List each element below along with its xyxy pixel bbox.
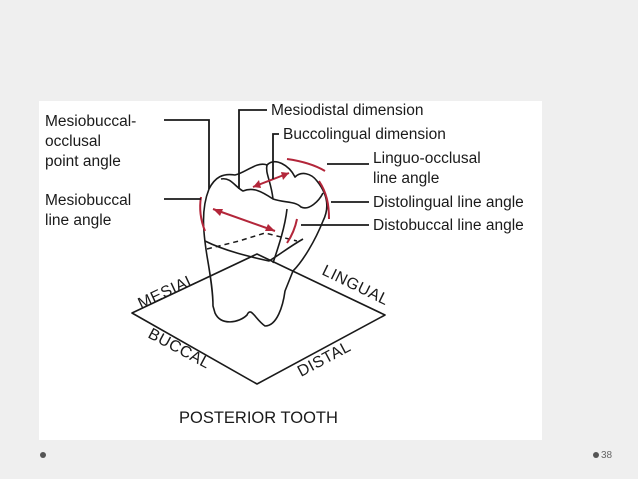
orientation-diamond (131, 253, 386, 385)
slide-footer (0, 448, 638, 468)
tooth-outline (202, 161, 328, 327)
distolingual-mark (318, 180, 330, 220)
label-mesiobuccal-line-1: Mesiobuccal (45, 192, 131, 209)
page-number: 38 (601, 450, 613, 461)
tooth-diagram-figure: Mesiobuccal- occlusal point angle Mesiob… (39, 101, 542, 440)
label-mesiobuccal-line-2: line angle (45, 212, 111, 229)
label-mesiobuccal-occlusal-1: Mesiobuccal- (45, 113, 136, 130)
leader-lines (164, 109, 369, 226)
figure-title: POSTERIOR TOOTH (179, 409, 338, 427)
label-distolingual: Distolingual line angle (373, 194, 524, 211)
direction-lingual: LINGUAL (319, 262, 391, 309)
label-mesiodistal: Mesiodistal dimension (271, 102, 424, 119)
label-mesiobuccal-occlusal-2: occlusal (45, 133, 101, 150)
footer-left-dot-icon (40, 452, 46, 458)
distobuccal-mark (286, 218, 298, 244)
footer-right-dot-icon (593, 452, 599, 458)
direction-labels: MESIAL LINGUAL BUCCAL DISTAL (136, 262, 392, 380)
annotation-labels: Mesiobuccal- occlusal point angle Mesiob… (45, 102, 524, 234)
direction-mesial: MESIAL (136, 271, 199, 312)
label-buccolingual: Buccolingual dimension (283, 126, 446, 143)
label-linguo-occlusal-1: Linguo-occlusal (373, 150, 481, 167)
cervical-line-dashed (206, 232, 298, 250)
label-mesiobuccal-occlusal-3: point angle (45, 153, 121, 170)
tooth-diagram: Mesiobuccal- occlusal point angle Mesiob… (45, 102, 524, 427)
mesiobuccal-line-angle-mark (199, 196, 206, 232)
direction-buccal: BUCCAL (145, 326, 213, 373)
mesiodistal-arrow (212, 208, 276, 232)
label-linguo-occlusal-2: line angle (373, 170, 439, 187)
linguo-occlusal-mark (286, 158, 326, 172)
red-indicators (199, 158, 330, 244)
label-distobuccal: Distobuccal line angle (373, 217, 524, 234)
